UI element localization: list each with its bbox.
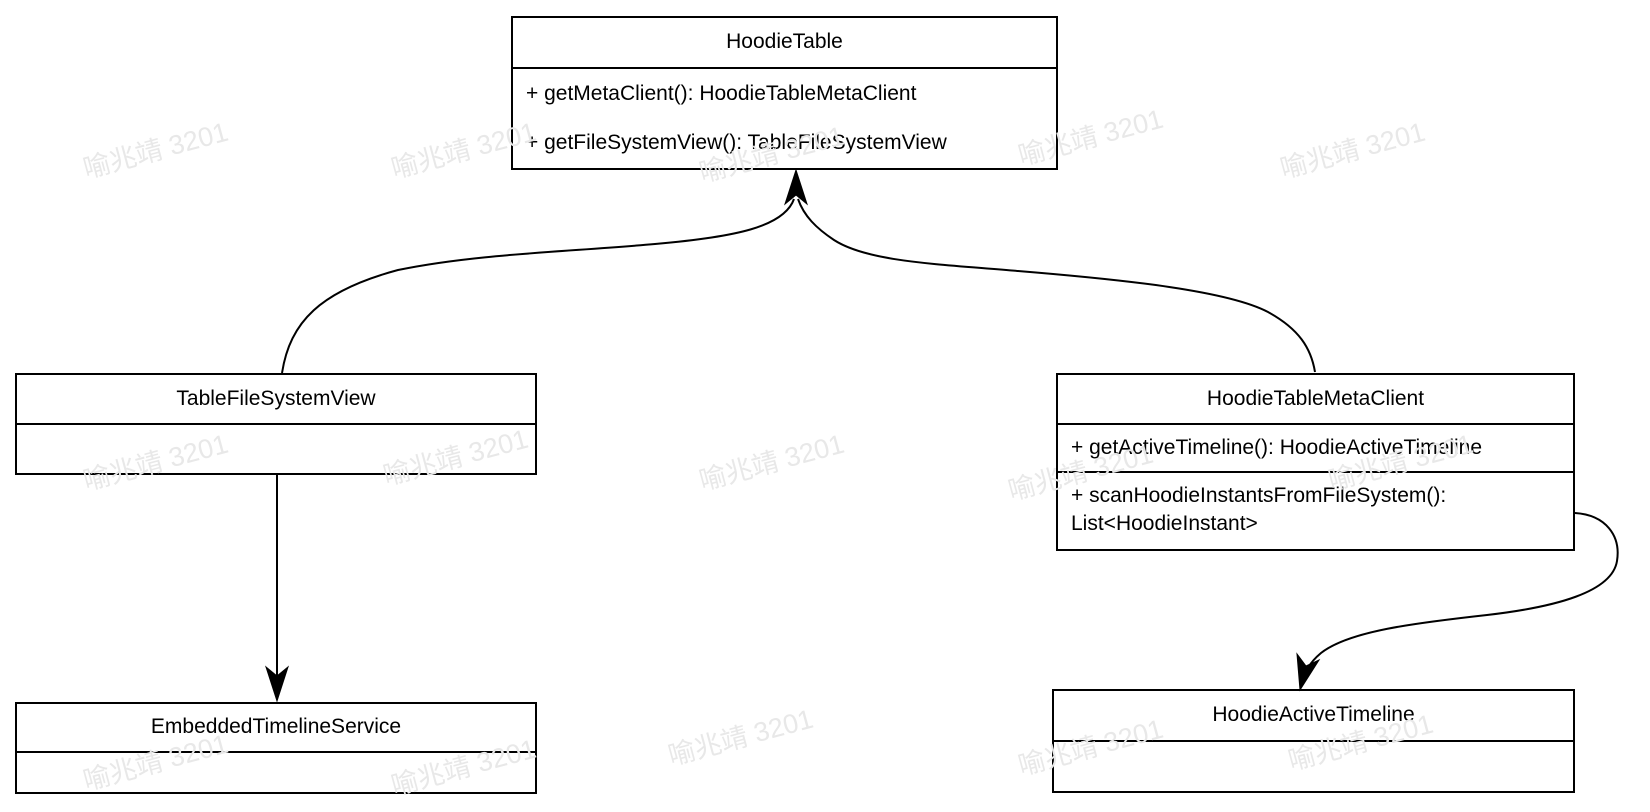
connector-tablefilesystemview-to-hoodietable [281, 198, 795, 374]
class-title-hoodieactivetimeline: HoodieActiveTimeline [1054, 691, 1573, 742]
method-scanhoodieinstantsfromfilesystem: + scanHoodieInstantsFromFileSystem(): Li… [1071, 484, 1447, 535]
class-box-hoodieactivetimeline: HoodieActiveTimeline [1052, 689, 1575, 793]
connector-hoodietablemetaclient-to-hoodietable [797, 198, 1316, 373]
watermark: 喻兆靖 3201 [1277, 116, 1429, 185]
class-box-hoodietablemetaclient: HoodieTableMetaClient + getActiveTimelin… [1056, 373, 1575, 551]
class-box-embeddedtimelineservice: EmbeddedTimelineService [15, 702, 537, 794]
watermark: 喻兆靖 3201 [665, 703, 817, 772]
watermark: 喻兆靖 3201 [696, 428, 848, 497]
watermark: 喻兆靖 3201 [80, 116, 232, 185]
class-title-hoodietablemetaclient: HoodieTableMetaClient [1058, 375, 1573, 425]
empty-compartment [17, 753, 535, 792]
method-getactivetimeline: + getActiveTimeline(): HoodieActiveTimel… [1058, 425, 1573, 473]
method-getfilesystemview: + getFileSystemView(): TableFileSystemVi… [526, 131, 947, 155]
class-box-hoodietable: HoodieTable + getMetaClient(): HoodieTab… [511, 16, 1058, 170]
arrowhead-into-hoodieactivetimeline [1296, 652, 1321, 692]
class-box-tablefilesystemview: TableFileSystemView [15, 373, 537, 475]
method-getmetaclient: + getMetaClient(): HoodieTableMetaClient [526, 81, 917, 105]
class-title-tablefilesystemview: TableFileSystemView [17, 375, 535, 425]
arrowhead-into-embeddedtimelineservice [265, 665, 289, 703]
empty-compartment [17, 425, 535, 473]
class-title-embeddedtimelineservice: EmbeddedTimelineService [17, 704, 535, 753]
class-title-hoodietable: HoodieTable [513, 18, 1056, 69]
arrowhead-into-hoodietable [784, 168, 808, 206]
empty-compartment [1054, 742, 1573, 791]
